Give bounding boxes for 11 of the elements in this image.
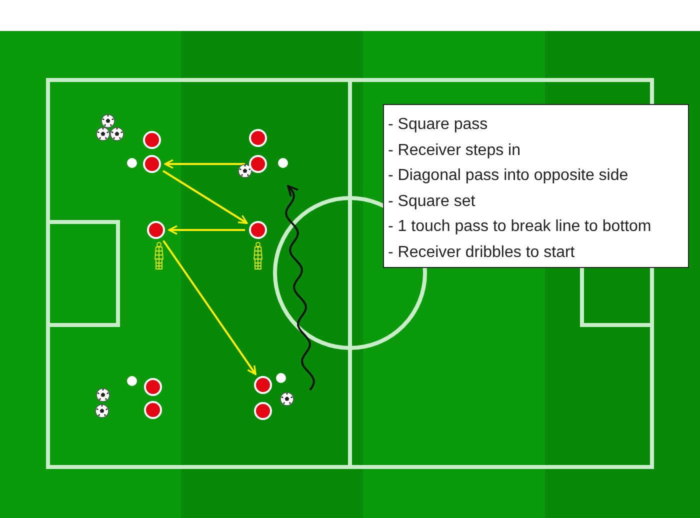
instruction-text: - 1 touch pass to break line to bottom — [388, 217, 652, 238]
pass-arrow — [168, 225, 245, 235]
instruction-text: - Receiver dribbles to start — [388, 242, 576, 263]
pass-arrow — [162, 240, 256, 376]
pass-arrow — [164, 159, 245, 169]
instructions-panel — [383, 104, 689, 268]
instruction-text: - Square pass — [388, 115, 489, 135]
instruction-text: - Diagonal pass into opposite side — [388, 166, 630, 186]
instruction-text: - Receiver steps in — [388, 140, 522, 161]
instruction-text: - Square set — [388, 192, 476, 212]
pass-arrow — [162, 170, 248, 224]
